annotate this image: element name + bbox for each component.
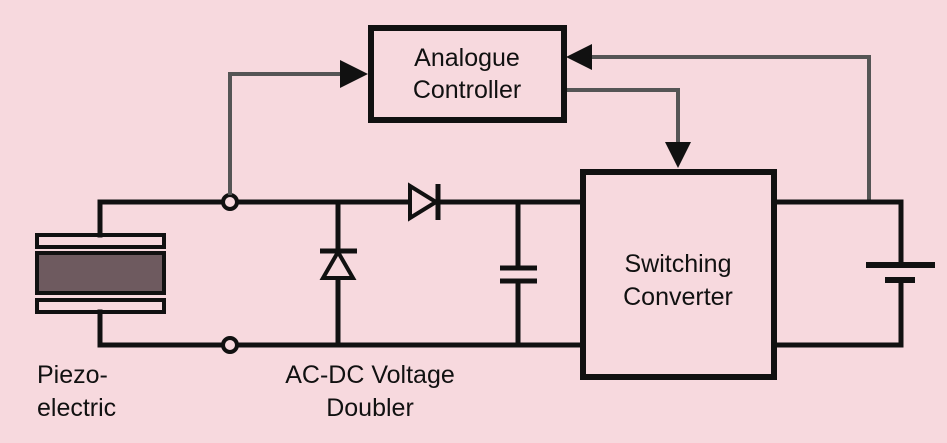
terminal-bottom [221,336,239,354]
piezo-label-1: Piezo- [37,361,108,389]
piezo-label-2: electric [37,394,116,422]
control-wire [567,88,680,148]
feedback-wire [592,55,871,200]
controller-input-arrow-icon [340,60,368,88]
output-wire [774,199,904,348]
piezo-element [35,233,166,314]
battery-icon [866,262,935,283]
analogue-controller-label-2: Controller [413,76,521,104]
bottom-wire [97,309,583,348]
terminal-top [221,193,239,211]
switching-converter-box [580,169,777,380]
switching-converter-label-1: Switching [625,250,732,278]
feedback-arrow-icon [566,44,592,70]
shunt-diode [319,199,357,348]
series-diode [408,182,441,222]
controller-input-wire [228,72,345,195]
analogue-controller-box [368,25,567,123]
analogue-controller-label-1: Analogue [414,44,520,72]
doubler-label-1: AC-DC Voltage [285,361,455,389]
switching-converter-label-2: Converter [623,283,733,311]
capacitor [500,199,537,348]
doubler-label-2: Doubler [326,394,414,422]
control-arrow-icon [665,142,691,168]
